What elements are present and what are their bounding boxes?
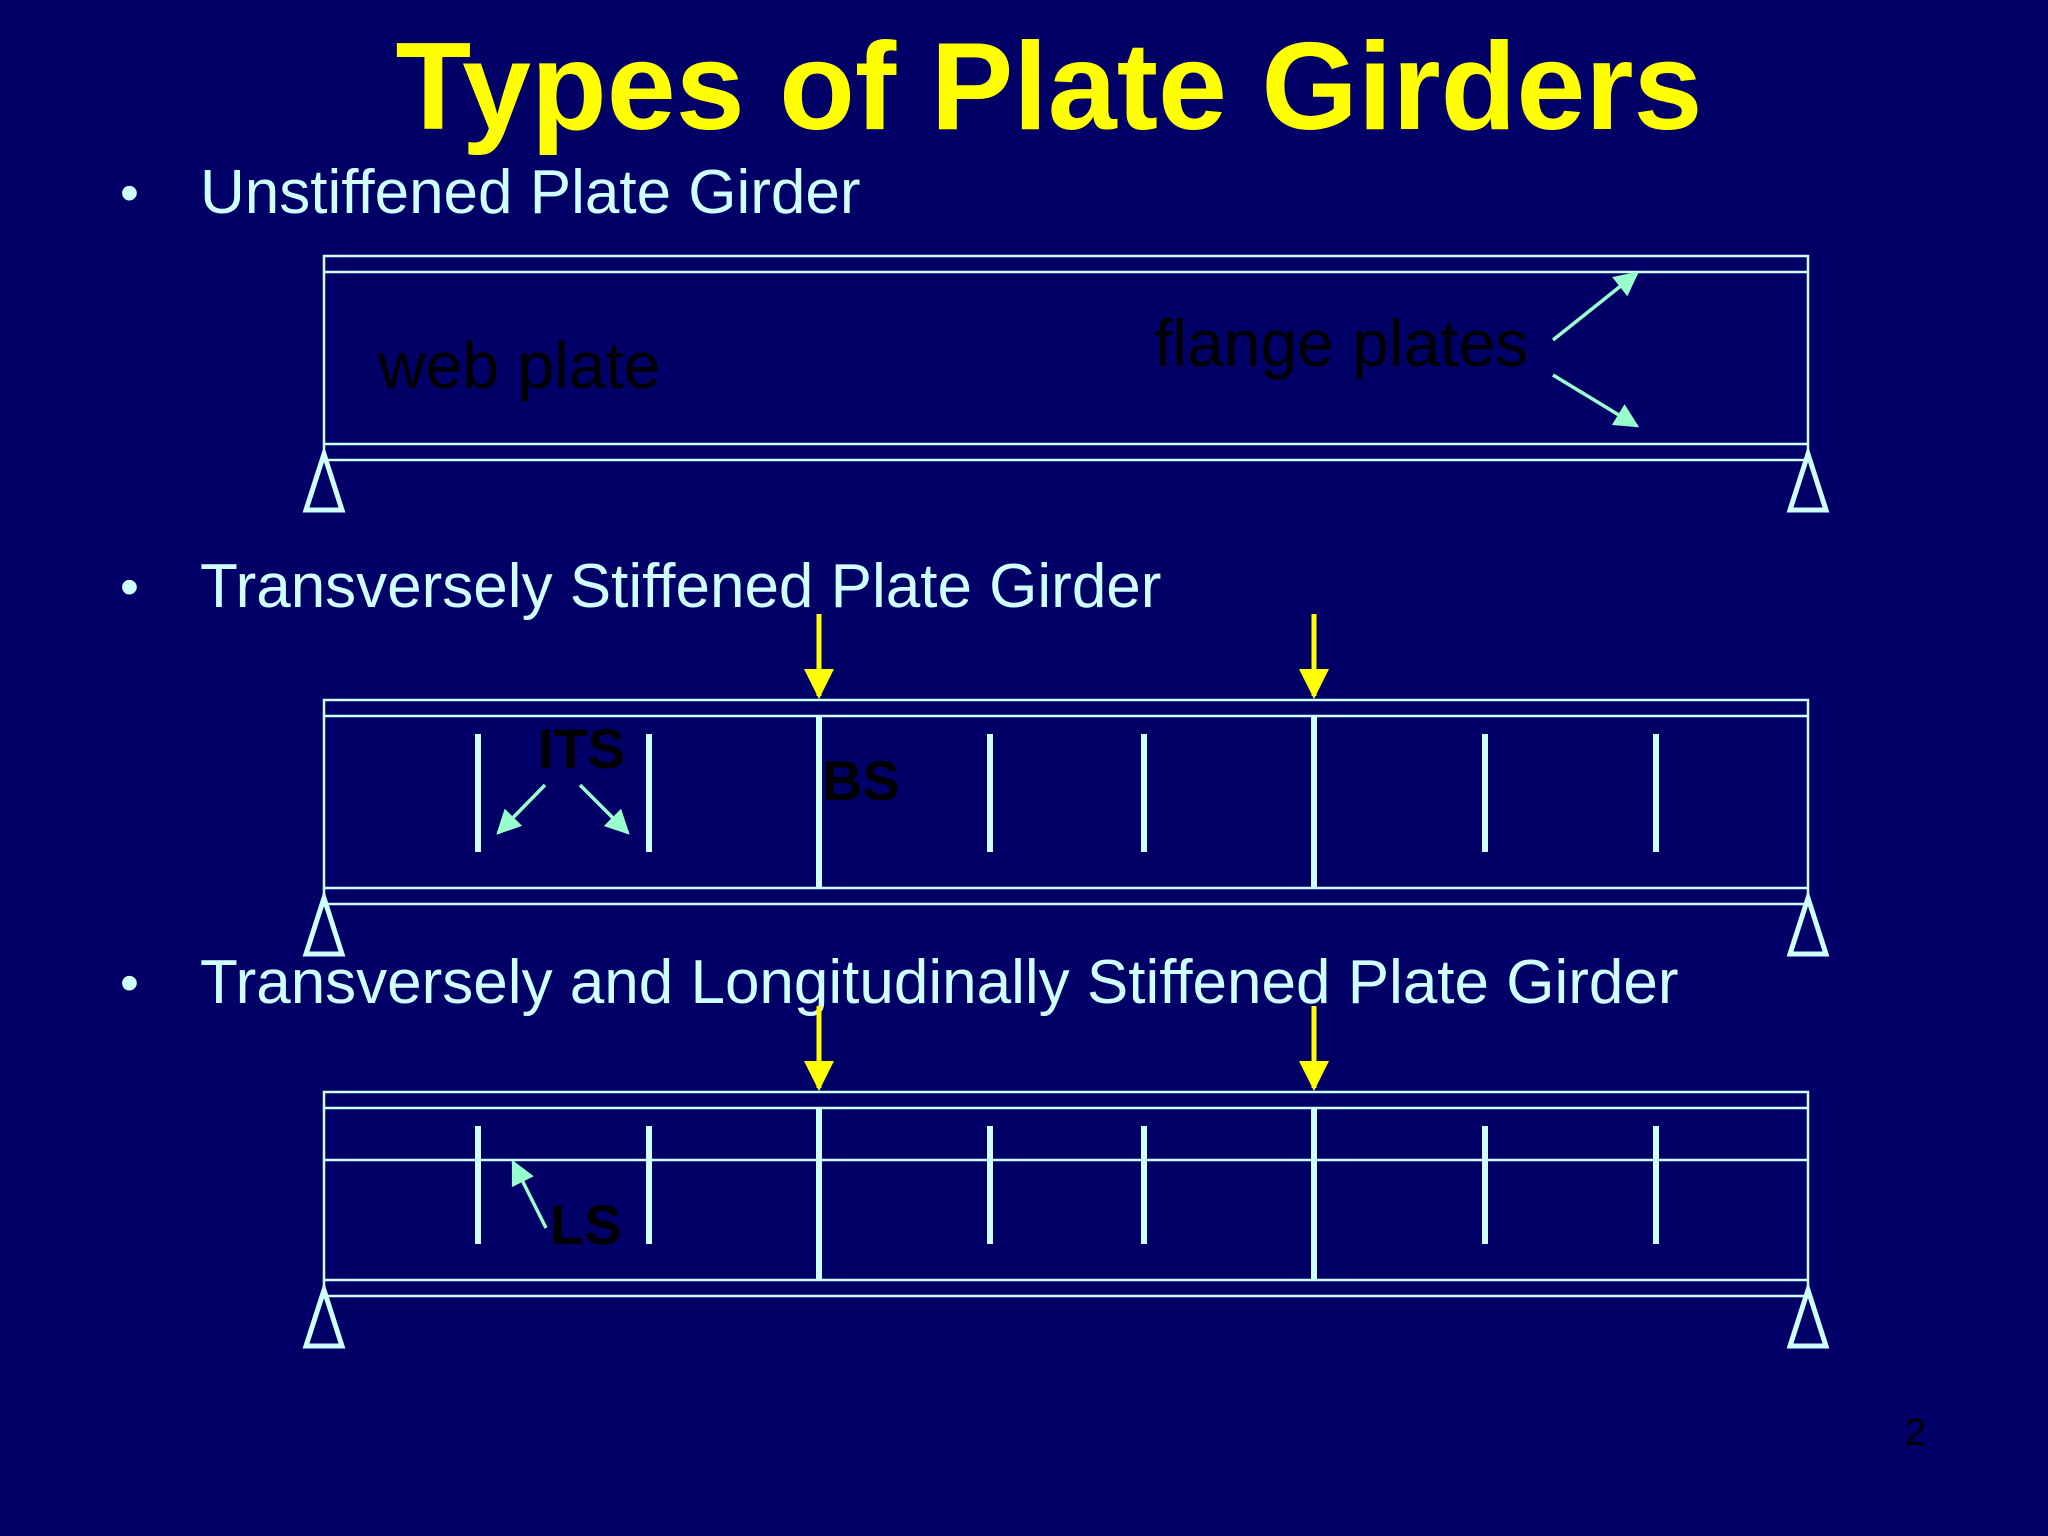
support-right-icon <box>1786 445 1830 513</box>
girder-outline <box>322 1090 1810 1298</box>
bullet-unstiffened: • Unstiffened Plate Girder <box>120 158 861 228</box>
support-left-icon <box>302 1281 346 1349</box>
girder-outline <box>322 698 1810 906</box>
support-right-icon <box>1786 1281 1830 1349</box>
ls-arrow <box>511 1159 548 1229</box>
bullet-transversely-stiffened: • Transversely Stiffened Plate Girder <box>120 552 1161 622</box>
bullet-text: Unstiffened Plate Girder <box>200 158 861 227</box>
bearing-stiffeners <box>816 1108 1317 1280</box>
its-label: ITS <box>538 717 626 780</box>
girder-transversely-stiffened <box>302 698 1830 957</box>
flange-arrow-top <box>1551 271 1639 342</box>
girder-unstiffened <box>302 254 1830 513</box>
bullet-marker: • <box>120 953 139 1013</box>
bs-label: BS <box>822 749 900 812</box>
intermediate-stiffeners <box>475 1126 1659 1244</box>
girder-transversely-longitudinally-stiffened <box>302 1090 1830 1349</box>
support-left-icon <box>302 889 346 957</box>
bullet-text: Transversely and Longitudinally Stiffene… <box>200 948 1679 1017</box>
bullet-transversely-longitudinally-stiffened: • Transversely and Longitudinally Stiffen… <box>120 948 1679 1018</box>
intermediate-stiffeners <box>475 734 1659 852</box>
slide-title: Types of Plate Girders <box>395 18 1703 156</box>
flange-plates-label: flange plates <box>1154 306 1529 380</box>
bullet-text: Transversely Stiffened Plate Girder <box>200 552 1162 621</box>
ls-label: LS <box>550 1193 622 1256</box>
support-right-icon <box>1786 889 1830 957</box>
web-plate-label: web plate <box>378 328 661 402</box>
its-arrow-right <box>578 783 630 835</box>
flange-arrow-bottom <box>1552 373 1640 428</box>
bullet-marker: • <box>120 557 139 617</box>
girder-outline <box>322 254 1810 462</box>
bullet-marker: • <box>120 163 139 223</box>
support-left-icon <box>302 445 346 513</box>
bearing-stiffeners <box>816 716 1317 888</box>
its-arrow-left <box>496 783 547 835</box>
page-number: 2 <box>1904 1412 1926 1454</box>
